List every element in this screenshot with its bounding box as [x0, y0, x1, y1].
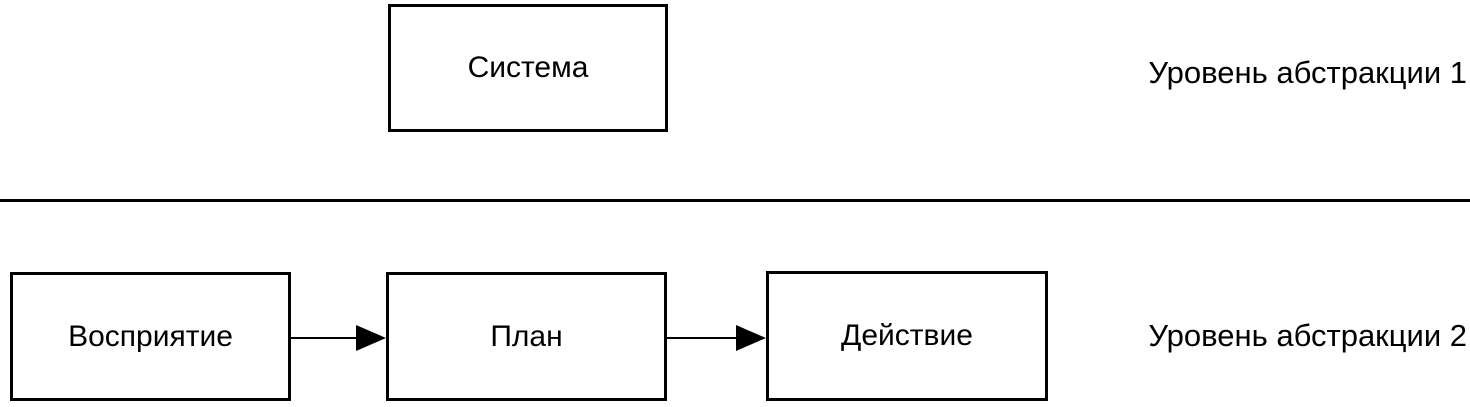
arrow-shaft	[291, 337, 364, 339]
box-plan: План	[386, 272, 667, 401]
level-1-label: Уровень абстракции 1	[1148, 55, 1467, 90]
box-action-label: Действие	[841, 319, 973, 352]
box-system: Система	[388, 4, 668, 132]
arrow-perception-to-plan	[291, 325, 386, 351]
level-divider-line	[0, 199, 1470, 202]
arrow-head-icon	[356, 325, 386, 351]
arrow-shaft	[667, 337, 744, 339]
arrow-head-icon	[736, 325, 766, 351]
arrow-plan-to-action	[667, 325, 766, 351]
box-plan-label: План	[490, 319, 563, 353]
level-2-label: Уровень абстракции 2	[1148, 318, 1467, 353]
box-perception-label: Восприятие	[68, 319, 233, 353]
box-perception: Восприятие	[10, 272, 291, 401]
box-action: Действие	[766, 271, 1048, 401]
box-system-label: Система	[467, 51, 589, 84]
